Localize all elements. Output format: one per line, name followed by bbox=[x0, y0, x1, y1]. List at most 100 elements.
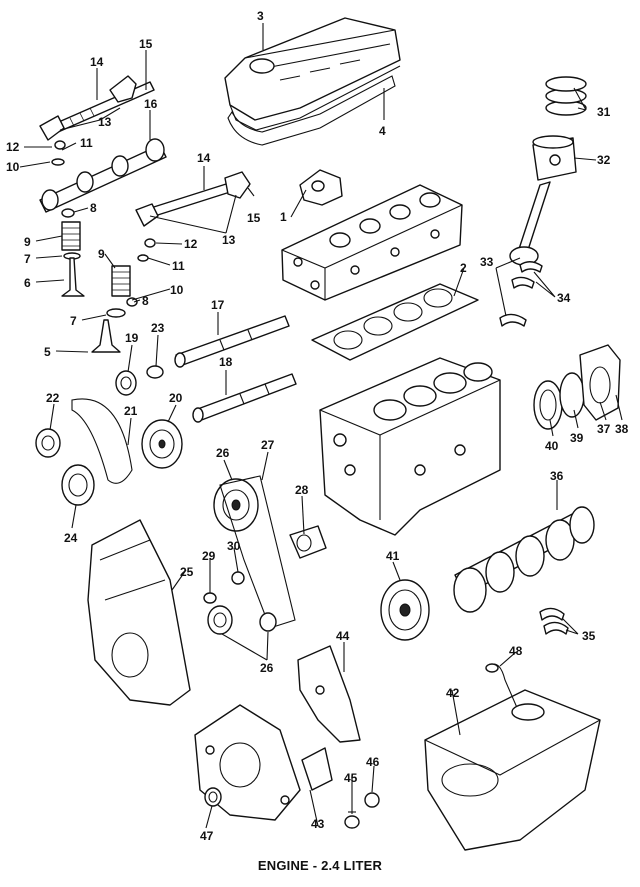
main-bearings bbox=[539, 607, 569, 635]
oil-pump-cover bbox=[297, 645, 361, 743]
crank-pulley-front bbox=[61, 464, 95, 506]
callout-11b: 11 bbox=[172, 259, 185, 273]
callout-36: 36 bbox=[550, 469, 564, 483]
front-seal bbox=[204, 787, 222, 807]
crankshaft-pulley bbox=[380, 579, 430, 641]
callout-5: 5 bbox=[44, 345, 51, 359]
callout-40: 40 bbox=[545, 439, 559, 453]
callout-17: 17 bbox=[211, 298, 225, 312]
callout-23: 23 bbox=[151, 321, 165, 335]
oil-pan bbox=[424, 689, 601, 851]
callout-38: 38 bbox=[615, 422, 629, 436]
oil-seal-nut bbox=[364, 792, 380, 808]
callout-20: 20 bbox=[169, 391, 183, 405]
callout-21: 21 bbox=[124, 404, 138, 418]
tensioner-spring bbox=[203, 592, 217, 604]
callout-12a: 12 bbox=[6, 140, 20, 154]
belt-tensioner bbox=[289, 525, 327, 559]
callout-27: 27 bbox=[261, 438, 275, 452]
cylinder-head bbox=[281, 184, 463, 301]
oil-pickup-tube bbox=[485, 663, 545, 721]
callout-2: 2 bbox=[460, 261, 467, 275]
valve-train-left bbox=[51, 140, 85, 297]
callout-8a: 8 bbox=[90, 201, 97, 215]
callouts: 1 2 3 4 5 6 7 7 8 8 9 9 10 10 11 11 12 1… bbox=[6, 9, 629, 843]
callout-25: 25 bbox=[180, 565, 194, 579]
head-gasket bbox=[311, 283, 479, 361]
callout-43: 43 bbox=[311, 817, 325, 831]
engine-block bbox=[319, 357, 501, 536]
callout-19: 19 bbox=[125, 331, 139, 345]
callout-31: 31 bbox=[597, 105, 611, 119]
idler-pulley bbox=[231, 571, 245, 585]
callout-13a: 13 bbox=[98, 115, 112, 129]
callout-9b: 9 bbox=[98, 247, 105, 261]
callout-10b: 10 bbox=[170, 283, 184, 297]
callout-42: 42 bbox=[446, 686, 460, 700]
timing-belt-lower bbox=[71, 398, 133, 484]
rod-bearings bbox=[499, 261, 543, 327]
callout-14a: 14 bbox=[90, 55, 104, 69]
callout-9a: 9 bbox=[24, 235, 31, 249]
callout-4: 4 bbox=[379, 124, 386, 138]
callout-37: 37 bbox=[597, 422, 611, 436]
balance-shaft-bearing bbox=[146, 365, 164, 379]
crank-timing-gear bbox=[207, 605, 277, 635]
rear-seal-components bbox=[533, 344, 621, 430]
callout-22: 22 bbox=[46, 391, 60, 405]
callout-14b: 14 bbox=[197, 151, 211, 165]
leader-lines bbox=[19, 23, 623, 829]
connecting-rod bbox=[509, 181, 551, 266]
valve-train-right bbox=[91, 238, 156, 353]
callout-44: 44 bbox=[336, 629, 350, 643]
rocker-arm bbox=[299, 169, 343, 206]
callout-32: 32 bbox=[597, 153, 611, 167]
crank-sprocket bbox=[35, 428, 61, 458]
callout-45: 45 bbox=[344, 771, 358, 785]
callout-30: 30 bbox=[227, 539, 241, 553]
callout-34: 34 bbox=[557, 291, 571, 305]
callout-48: 48 bbox=[509, 644, 523, 658]
rocker-shaft-upper bbox=[39, 75, 155, 141]
callout-26b: 26 bbox=[260, 661, 274, 675]
callout-6: 6 bbox=[24, 276, 31, 290]
balance-shaft-upper bbox=[174, 315, 290, 368]
callout-8b: 8 bbox=[142, 294, 149, 308]
balance-shaft-lower bbox=[192, 373, 297, 423]
callout-33: 33 bbox=[480, 255, 494, 269]
callout-26a: 26 bbox=[216, 446, 230, 460]
diagram-caption: ENGINE - 2.4 LITER bbox=[257, 858, 383, 873]
callout-16: 16 bbox=[144, 97, 158, 111]
callout-18: 18 bbox=[219, 355, 233, 369]
timing-belt-upper bbox=[219, 475, 296, 629]
callout-11a: 11 bbox=[80, 136, 93, 150]
callout-29: 29 bbox=[202, 549, 216, 563]
callout-47: 47 bbox=[200, 829, 214, 843]
balance-shaft-sprocket bbox=[141, 419, 183, 469]
crankshaft bbox=[453, 506, 595, 613]
callout-46: 46 bbox=[366, 755, 380, 769]
callout-24: 24 bbox=[64, 531, 78, 545]
callout-15a: 15 bbox=[139, 37, 153, 51]
piston bbox=[532, 135, 577, 181]
cam-sprocket bbox=[213, 478, 259, 532]
callout-12b: 12 bbox=[184, 237, 198, 251]
callout-1: 1 bbox=[280, 210, 287, 224]
callout-7b: 7 bbox=[70, 314, 77, 328]
callout-15b: 15 bbox=[247, 211, 261, 225]
piston-rings bbox=[545, 76, 587, 116]
callout-13b: 13 bbox=[222, 233, 236, 247]
callout-10a: 10 bbox=[6, 160, 20, 174]
timing-cover bbox=[87, 519, 191, 706]
valve-cover bbox=[224, 17, 401, 131]
rocker-shaft-lower bbox=[135, 171, 251, 227]
callout-35: 35 bbox=[582, 629, 596, 643]
valve-cover-gasket bbox=[227, 75, 396, 146]
callout-3: 3 bbox=[257, 9, 264, 23]
callout-41: 41 bbox=[386, 549, 400, 563]
callout-39: 39 bbox=[570, 431, 584, 445]
camshaft-upper bbox=[39, 138, 167, 213]
oil-pump-gear bbox=[301, 747, 333, 791]
callout-7a: 7 bbox=[24, 252, 31, 266]
